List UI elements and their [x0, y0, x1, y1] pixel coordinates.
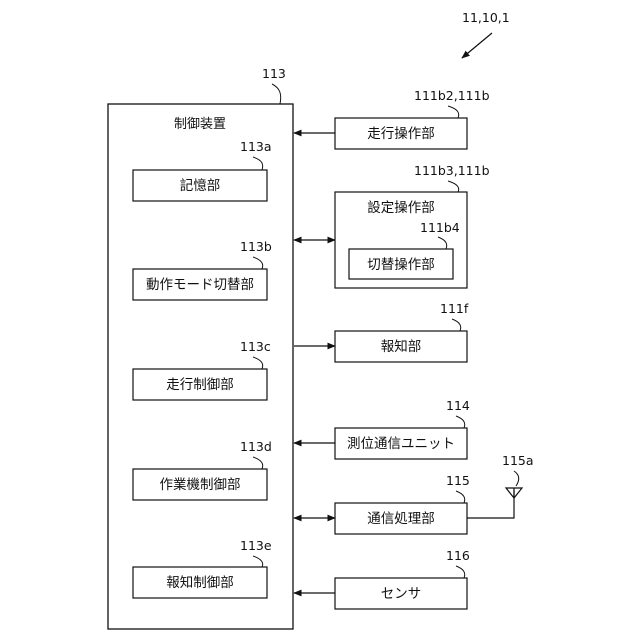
- control-device-label: 制御装置: [174, 117, 226, 132]
- notify-control-unit-ref-leader: [253, 556, 263, 567]
- travel-control-unit-label: 走行制御部: [166, 377, 234, 393]
- travel-op-label: 走行操作部: [367, 126, 435, 142]
- figure-ref-arrow: [462, 33, 492, 58]
- implement-control-unit-ref-leader: [253, 457, 263, 469]
- storage-unit-ref: 113a: [240, 139, 272, 154]
- antenna-icon: [506, 488, 522, 498]
- positioning-ref: 114: [446, 398, 470, 413]
- notify-control-unit-ref: 113e: [240, 538, 272, 553]
- setting-op-ref-leader: [448, 181, 459, 192]
- control-device-ref-leader: [272, 84, 281, 104]
- storage-unit-label: 記憶部: [180, 177, 221, 194]
- notify-ref: 111f: [440, 301, 469, 316]
- antenna-wire: [467, 490, 514, 518]
- mode-switch-unit-label: 動作モード切替部: [146, 277, 254, 293]
- travel-control-unit-ref-leader: [253, 357, 263, 369]
- sensor-ref: 116: [446, 548, 470, 563]
- figure-ref-label: 11,10,1: [462, 10, 510, 25]
- travel-control-unit-ref: 113c: [240, 339, 271, 354]
- positioning-label: 測位通信ユニット: [347, 436, 455, 452]
- mode-switch-unit-ref-leader: [253, 257, 263, 269]
- notify-control-unit-label: 報知制御部: [166, 574, 234, 591]
- switch-op-ref: 111b4: [420, 220, 460, 235]
- comm-ref: 115: [446, 473, 470, 488]
- implement-control-unit-ref: 113d: [240, 439, 272, 454]
- positioning-ref-leader: [456, 416, 465, 428]
- implement-control-unit-label: 作業機制御部: [160, 477, 241, 493]
- travel-op-ref: 111b2,111b: [414, 88, 490, 103]
- antenna-ref: 115a: [502, 453, 534, 468]
- travel-op-ref-leader: [448, 106, 459, 118]
- comm-ref-leader: [456, 491, 465, 503]
- antenna-ref-leader: [514, 471, 519, 486]
- storage-unit-ref-leader: [253, 157, 263, 170]
- sensor-label: センサ: [381, 586, 422, 602]
- sensor-ref-leader: [456, 566, 465, 578]
- switch-op-ref-leader: [438, 237, 447, 249]
- control-device-ref: 113: [262, 66, 286, 81]
- switch-op-label: 切替操作部: [367, 257, 435, 273]
- setting-op-ref: 111b3,111b: [414, 163, 490, 178]
- notify-label: 報知部: [381, 338, 422, 355]
- mode-switch-unit-ref: 113b: [240, 239, 272, 254]
- notify-ref-leader: [452, 319, 461, 331]
- setting-op-label: 設定操作部: [367, 200, 435, 216]
- comm-label: 通信処理部: [367, 511, 435, 527]
